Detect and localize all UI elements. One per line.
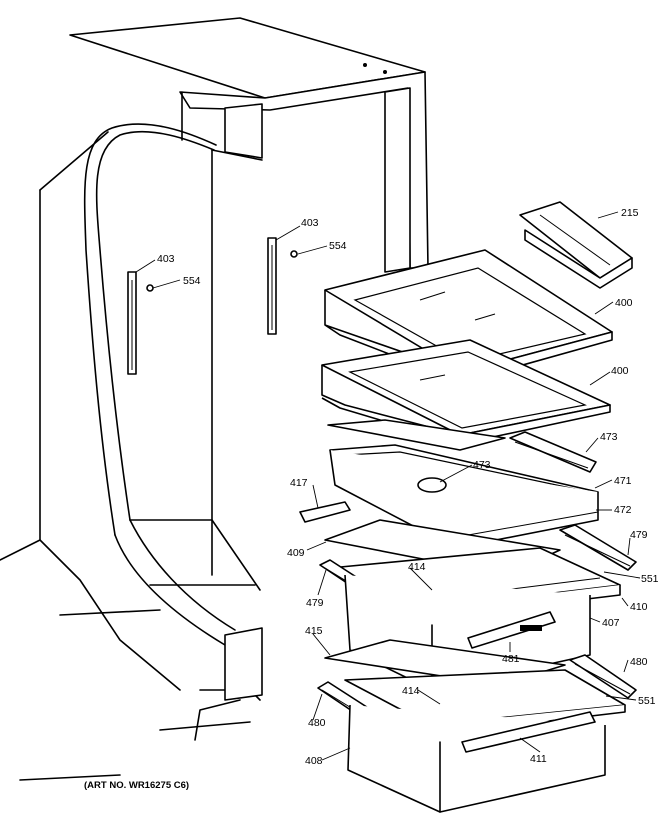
bin-215 bbox=[519, 201, 633, 289]
callout-554-right: 554 bbox=[329, 240, 347, 252]
callout-labels: 215 400 400 403 554 403 554 473 473 471 … bbox=[157, 207, 659, 767]
callout-481: 481 bbox=[502, 653, 520, 665]
callout-471: 471 bbox=[614, 475, 632, 487]
callout-472: 472 bbox=[614, 504, 632, 516]
shelf-support-right bbox=[267, 237, 298, 335]
callout-400-upper: 400 bbox=[615, 297, 633, 309]
leader-lines bbox=[135, 211, 641, 761]
callout-408: 408 bbox=[305, 755, 323, 767]
callout-407: 407 bbox=[602, 617, 620, 629]
slide-rail-473 bbox=[509, 431, 597, 473]
glass-shelf-400-lower bbox=[321, 339, 611, 445]
callout-410: 410 bbox=[630, 601, 648, 613]
art-number: (ART NO. WR16275 C6) bbox=[84, 780, 189, 791]
callout-479-left: 479 bbox=[306, 597, 324, 609]
callout-411: 411 bbox=[530, 753, 547, 765]
callout-409: 409 bbox=[287, 547, 305, 559]
slide-417 bbox=[299, 501, 351, 523]
callout-215: 215 bbox=[621, 207, 639, 219]
callout-551-upper: 551 bbox=[641, 573, 659, 585]
callout-400-lower: 400 bbox=[611, 365, 629, 377]
callout-403-left: 403 bbox=[157, 253, 175, 265]
callout-414-lower: 414 bbox=[402, 685, 420, 697]
meat-pan-471-472 bbox=[327, 419, 599, 551]
refrigerator-cabinet bbox=[0, 17, 429, 781]
glass-shelf-400-upper bbox=[324, 249, 613, 383]
crisper-drawer-408 bbox=[347, 704, 606, 813]
callout-473-rail: 473 bbox=[600, 431, 618, 443]
callout-554-left: 554 bbox=[183, 275, 201, 287]
callout-480-left: 480 bbox=[308, 717, 326, 729]
rail-479-right bbox=[559, 524, 637, 571]
callout-551-lower: 551 bbox=[638, 695, 656, 707]
rail-480-right bbox=[569, 654, 637, 699]
callout-480-right: 480 bbox=[630, 656, 648, 668]
callout-403-right: 403 bbox=[301, 217, 319, 229]
callout-415: 415 bbox=[305, 625, 323, 637]
callout-414-upper: 414 bbox=[408, 561, 426, 573]
callout-417: 417 bbox=[290, 477, 308, 489]
callout-479-right: 479 bbox=[630, 529, 648, 541]
callout-473-pan: 473 bbox=[473, 459, 491, 471]
shelf-support-left bbox=[127, 271, 154, 375]
